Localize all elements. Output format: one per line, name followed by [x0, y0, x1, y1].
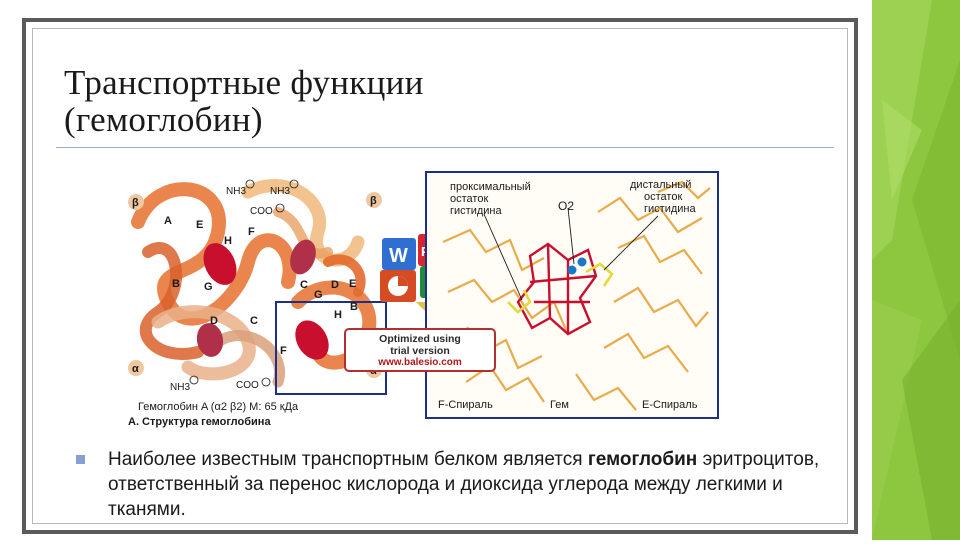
- figure-caption-line-1: Гемоглобин A (α2 β2) M: 65 кДа: [138, 401, 299, 413]
- word-icon: W: [382, 238, 416, 270]
- group-label: NH3: [226, 186, 246, 197]
- group-label: NH3: [170, 382, 190, 393]
- svg-text:W: W: [389, 245, 408, 267]
- helix-label: C: [300, 279, 308, 291]
- helix-label: H: [334, 309, 342, 321]
- title-line-2: (гемоглобин): [64, 100, 263, 139]
- e-helix-label: E-Спираль: [642, 399, 698, 411]
- f-helix-label: F-Спираль: [438, 399, 493, 411]
- helix-label: B: [172, 278, 180, 290]
- powerpoint-icon: [380, 270, 416, 302]
- proximal-label-line-3: гистидина: [450, 205, 502, 217]
- hemoglobin-figure: β β α α A E F H B G D C C G D E H B F: [98, 152, 778, 442]
- subunit-label: β: [132, 197, 139, 209]
- body-paragraph: Наиболее известным транспортным белком я…: [108, 447, 828, 522]
- helix-label: F: [280, 345, 287, 357]
- helix-label: C: [250, 315, 258, 327]
- helix-label: D: [210, 315, 218, 327]
- group-label: COO: [236, 380, 259, 391]
- slide-frame: Транспортные функции (гемоглобин): [22, 18, 858, 534]
- distal-label-line-3: гистидина: [644, 203, 696, 215]
- watermark-line-1: Optimized using: [346, 333, 494, 345]
- helix-label: G: [204, 281, 213, 293]
- group-label: NH3: [270, 186, 290, 197]
- decorative-side-panel: [872, 0, 960, 540]
- distal-label-line-1: дистальный: [630, 179, 691, 191]
- watermark-line-2: trial version: [346, 345, 494, 357]
- oxygen-atom: [568, 266, 577, 275]
- o2-label: O2: [558, 199, 574, 213]
- bullet-icon: [76, 455, 85, 464]
- subunit-label: β: [370, 195, 377, 207]
- figure-caption-line-2: A. Структура гемоглобина: [128, 416, 271, 428]
- side-panel-shapes: [872, 0, 960, 540]
- helix-label: D: [331, 279, 339, 291]
- helix-label: H: [224, 235, 232, 247]
- helix-label: B: [350, 301, 358, 313]
- title-line-1: Транспортные функции: [64, 63, 424, 102]
- proximal-label-line-1: проксимальный: [450, 181, 531, 193]
- beta-badge-right: β: [366, 192, 382, 208]
- beta-badge-left: β: [128, 194, 144, 210]
- helix-label: G: [314, 289, 323, 301]
- helix-label: E: [349, 278, 356, 290]
- subunit-label: α: [132, 363, 139, 375]
- slide-title: Транспортные функции (гемоглобин): [64, 64, 424, 138]
- heme-pocket-panel: проксимальный остаток гистидина O2 диста…: [426, 172, 718, 418]
- helix-label: A: [164, 215, 172, 227]
- distal-label-line-2: остаток: [644, 191, 682, 203]
- watermark-url: www.balesio.com: [346, 357, 494, 369]
- trial-watermark: Optimized using trial version www.balesi…: [344, 328, 496, 372]
- group-label: COO: [250, 206, 273, 217]
- heme-label: Гем: [550, 399, 569, 411]
- body-text-bold: гемоглобин: [588, 449, 697, 470]
- oxygen-atom: [578, 258, 587, 267]
- body-text-part-1: Наиболее известным транспортным белком я…: [108, 449, 583, 470]
- helix-label: F: [248, 226, 255, 238]
- hemoglobin-illustration: β β α α A E F H B G D C C G D E H B F: [98, 152, 778, 442]
- helix-label: E: [196, 219, 203, 231]
- proximal-label-line-2: остаток: [450, 193, 488, 205]
- title-divider: [56, 147, 834, 148]
- alpha-badge-left: α: [128, 360, 144, 376]
